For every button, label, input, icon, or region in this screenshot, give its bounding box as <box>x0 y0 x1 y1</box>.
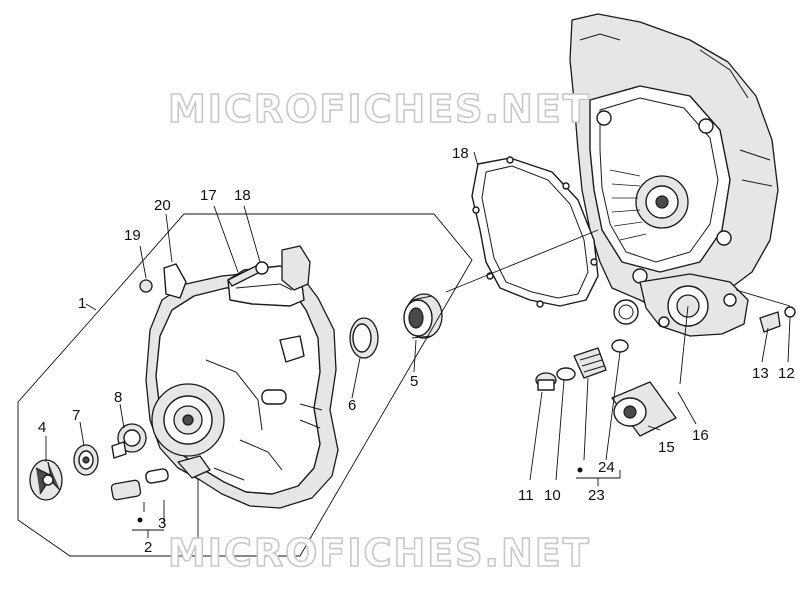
callout-8: 8 <box>114 389 122 406</box>
callout-11: 11 <box>518 487 534 504</box>
engine-crankcase <box>569 13 779 337</box>
callout-16: 16 <box>692 427 709 444</box>
callout-23: 23 <box>588 487 605 504</box>
callout-19: 19 <box>124 227 141 244</box>
part-screw-19 <box>139 279 153 293</box>
callout-24: 24 <box>598 459 615 476</box>
callout-2: 2 <box>144 539 152 556</box>
callout-18-right: 18 <box>452 145 469 162</box>
part-washer-12 <box>784 306 796 318</box>
callout-7: 7 <box>72 407 80 424</box>
leader-dot <box>195 545 201 551</box>
callout-10: 10 <box>544 487 561 504</box>
callout-13: 13 <box>752 365 769 382</box>
part-bolt-13 <box>759 311 781 333</box>
leader-lines <box>45 151 791 548</box>
part-washer-18a <box>255 261 269 275</box>
watermark-bottom: MICROFICHES.NET <box>168 531 591 575</box>
leader-dot <box>137 517 143 523</box>
part-bracket-20 <box>163 263 187 299</box>
callout-6: 6 <box>348 397 356 414</box>
leader-dot <box>577 467 583 473</box>
part-bearing-5 <box>403 293 443 339</box>
callout-18-left: 18 <box>234 187 251 204</box>
callout-20: 20 <box>154 197 171 214</box>
part-seal-7 <box>73 444 99 476</box>
callout-12: 12 <box>778 365 795 382</box>
part-oil-filter-15 <box>611 381 677 437</box>
part-shaft-8 <box>111 423 147 459</box>
cover-gasket <box>471 156 599 308</box>
part-impeller-4 <box>29 459 63 501</box>
callout-3: 3 <box>158 515 166 532</box>
callout-5: 5 <box>410 373 418 390</box>
part-oring-24 <box>611 339 629 353</box>
part-plug-11 <box>535 372 557 391</box>
assembly-outline <box>17 213 473 557</box>
clutch-cover <box>145 245 339 509</box>
callout-labels: 1 2 3 4 5 6 7 8 10 11 12 13 15 16 17 18 … <box>38 145 795 556</box>
part-spacer-3 <box>110 468 169 501</box>
part-seal-6 <box>349 317 379 359</box>
callout-15: 15 <box>658 439 675 456</box>
watermark-top: MICROFICHES.NET <box>168 87 591 131</box>
part-oring-10 <box>556 367 576 381</box>
callout-4: 4 <box>38 419 46 436</box>
callout-17: 17 <box>200 187 217 204</box>
part-filter-23 <box>573 347 607 379</box>
callout-1: 1 <box>78 295 86 312</box>
